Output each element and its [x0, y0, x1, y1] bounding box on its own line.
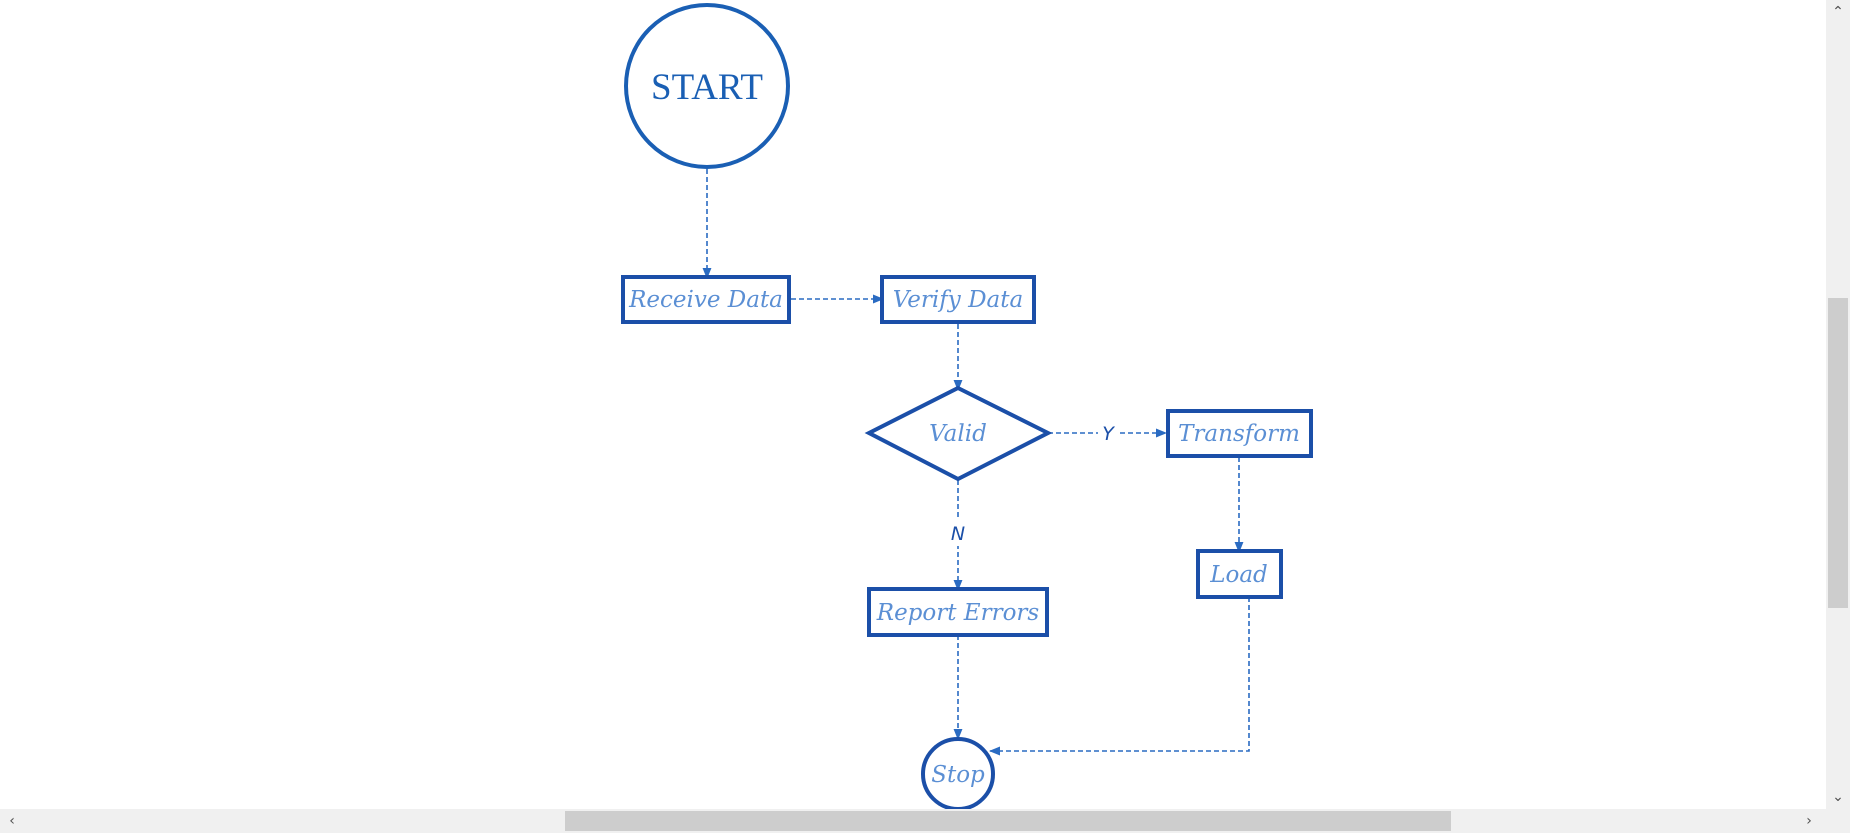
- verify-data-node[interactable]: [880, 275, 1036, 324]
- edge-label-no: N: [951, 523, 965, 545]
- chevron-left-icon[interactable]: ‹: [9, 813, 15, 829]
- start-node-label: START: [651, 67, 763, 108]
- valid-decision-node[interactable]: [864, 385, 1053, 482]
- stop-node[interactable]: [921, 737, 995, 809]
- chevron-up-icon[interactable]: ⌃: [1832, 4, 1844, 20]
- horizontal-scrollbar[interactable]: ‹ ›: [0, 809, 1826, 833]
- chevron-right-icon[interactable]: ›: [1806, 813, 1812, 829]
- valid-decision-label: Valid: [929, 421, 987, 447]
- load-node[interactable]: [1196, 549, 1283, 599]
- transform-node[interactable]: [1166, 409, 1313, 458]
- report-errors-node[interactable]: [867, 587, 1049, 637]
- transform-label: Transform: [1178, 421, 1300, 447]
- report-errors-label: Report Errors: [876, 600, 1040, 626]
- stop-label: Stop: [931, 762, 985, 788]
- load-label: Load: [1209, 562, 1268, 588]
- flowchart: Y N START Receive Data Verify Data Valid…: [621, 3, 1313, 809]
- verify-data-label: Verify Data: [893, 287, 1023, 313]
- start-node[interactable]: [624, 3, 790, 169]
- edge-label-yes: Y: [1102, 423, 1115, 445]
- chevron-down-icon[interactable]: ⌄: [1832, 789, 1844, 805]
- receive-data-node[interactable]: [621, 275, 791, 324]
- vertical-scrollbar[interactable]: ⌃ ⌄: [1826, 0, 1850, 809]
- scrollbar-corner: [1826, 809, 1850, 833]
- horizontal-scroll-thumb[interactable]: [565, 811, 1451, 831]
- vertical-scroll-thumb[interactable]: [1828, 298, 1848, 608]
- diagram-viewport: Y N START Receive Data Verify Data Valid…: [621, 3, 1313, 809]
- edge-load-stop: [988, 597, 1250, 756]
- receive-data-label: Receive Data: [628, 287, 783, 313]
